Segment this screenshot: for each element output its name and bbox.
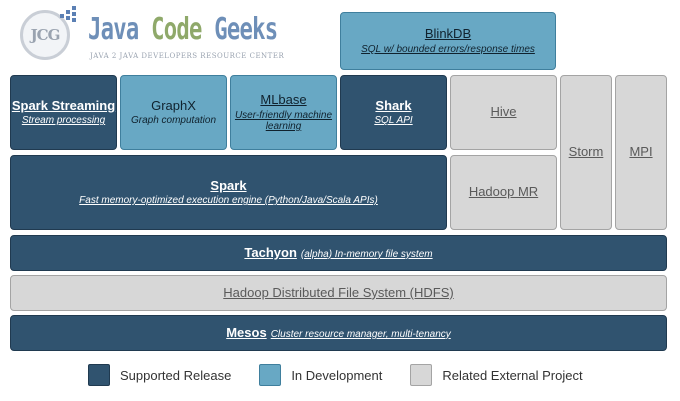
legend-swatch-external bbox=[410, 364, 433, 386]
logo-title: Java Code Geeks bbox=[88, 12, 278, 47]
storm-name[interactable]: Storm bbox=[568, 144, 604, 160]
legend-label-external: Related External Project bbox=[442, 367, 583, 383]
legend: Supported Release In Development Related… bbox=[88, 364, 601, 386]
legend-swatch-supported bbox=[88, 364, 110, 386]
mesos-block[interactable]: Mesos Cluster resource manager, multi-te… bbox=[10, 315, 667, 351]
tachyon-desc: (alpha) In-memory file system bbox=[300, 248, 433, 260]
spark-block[interactable]: Spark Fast memory-optimized execution en… bbox=[10, 155, 447, 230]
shark-block[interactable]: Shark SQL API bbox=[340, 75, 447, 150]
mpi-name[interactable]: MPI bbox=[629, 144, 653, 160]
legend-swatch-in-development bbox=[259, 364, 282, 386]
hadoop-mr-block[interactable]: Hadoop MR bbox=[450, 155, 557, 230]
mlbase-desc: User-friendly machine learning bbox=[234, 109, 333, 132]
spark-name[interactable]: Spark bbox=[210, 177, 247, 193]
java-code-geeks-logo: JCG Java Code Geeks JAVA 2 JAVA DEVELOPE… bbox=[16, 6, 284, 66]
legend-label-supported: Supported Release bbox=[120, 367, 232, 383]
spark-streaming-name[interactable]: Spark Streaming bbox=[11, 97, 116, 113]
mesos-name[interactable]: Mesos bbox=[226, 324, 267, 340]
spark-streaming-desc: Stream processing bbox=[21, 115, 106, 127]
blinkdb-block[interactable]: BlinkDB SQL w/ bounded errors/response t… bbox=[340, 12, 556, 70]
shark-name[interactable]: Shark bbox=[375, 97, 412, 113]
shark-desc: SQL API bbox=[374, 115, 413, 127]
logo-title-java: Java bbox=[88, 12, 139, 47]
tachyon-name[interactable]: Tachyon bbox=[244, 244, 297, 260]
graphx-block[interactable]: GraphX Graph computation bbox=[120, 75, 227, 150]
storm-block[interactable]: Storm bbox=[560, 75, 612, 230]
jcg-logo-mark: JCG bbox=[20, 10, 70, 60]
mlbase-name[interactable]: MLbase bbox=[260, 92, 307, 108]
graphx-desc: Graph computation bbox=[130, 115, 217, 127]
hdfs-name[interactable]: Hadoop Distributed File System (HDFS) bbox=[223, 284, 454, 300]
hadoop-mr-name[interactable]: Hadoop MR bbox=[468, 184, 539, 200]
logo-title-code: Code bbox=[151, 12, 202, 47]
graphx-name[interactable]: GraphX bbox=[151, 97, 196, 113]
tachyon-block[interactable]: Tachyon (alpha) In-memory file system bbox=[10, 235, 667, 271]
mesos-desc: Cluster resource manager, multi-tenancy bbox=[270, 328, 451, 340]
logo-pixel-dots-icon bbox=[60, 6, 80, 26]
logo-title-geeks: Geeks bbox=[214, 12, 278, 47]
legend-label-in-development: In Development bbox=[291, 367, 383, 383]
logo-subtitle: JAVA 2 JAVA DEVELOPERS RESOURCE CENTER bbox=[90, 52, 285, 60]
mlbase-block[interactable]: MLbase User-friendly machine learning bbox=[230, 75, 337, 150]
mpi-block[interactable]: MPI bbox=[615, 75, 667, 230]
spark-streaming-block[interactable]: Spark Streaming Stream processing bbox=[10, 75, 117, 150]
hdfs-block[interactable]: Hadoop Distributed File System (HDFS) bbox=[10, 275, 667, 311]
hive-block[interactable]: Hive bbox=[450, 75, 557, 150]
hive-name[interactable]: Hive bbox=[490, 104, 517, 120]
blinkdb-desc: SQL w/ bounded errors/response times bbox=[361, 43, 535, 55]
blinkdb-name[interactable]: BlinkDB bbox=[424, 26, 472, 42]
spark-desc: Fast memory-optimized execution engine (… bbox=[79, 195, 378, 207]
